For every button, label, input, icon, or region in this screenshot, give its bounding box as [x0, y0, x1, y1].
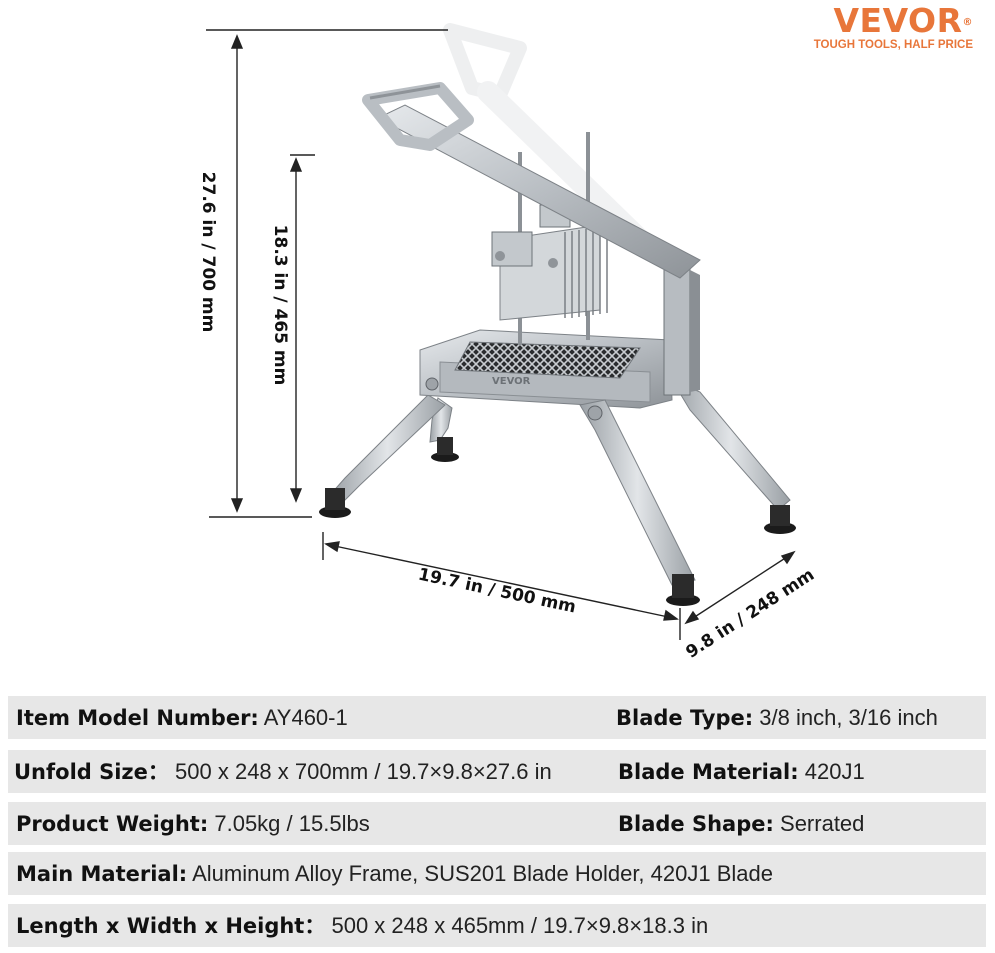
chopper-machine: VEVOR: [319, 82, 796, 606]
spec-model-value: AY460-1: [263, 705, 348, 730]
spec-unfold-size: Unfold Size： 500 x 248 x 700mm / 19.7×9.…: [14, 750, 552, 793]
brand-tagline: TOUGH TOOLS, HALF PRICE: [813, 39, 973, 51]
spec-blade-type: Blade Type: 3/8 inch, 3/16 inch: [616, 696, 938, 739]
spec-blade-shape-value: Serrated: [780, 811, 865, 836]
length-label: 19.7 in / 500 mm: [416, 565, 577, 618]
spec-blade-material-label: Blade Material:: [618, 760, 799, 784]
spec-blade-material-value: 420J1: [804, 759, 865, 784]
total-height-label: 27.6 in / 700 mm: [198, 172, 218, 333]
spec-blade-type-value: 3/8 inch, 3/16 inch: [759, 705, 938, 730]
spec-weight-value: 7.05kg / 15.5lbs: [214, 811, 370, 836]
spec-row-2: Unfold Size： 500 x 248 x 700mm / 19.7×9.…: [8, 750, 986, 793]
spec-model-label: Item Model Number:: [16, 706, 259, 730]
product-marking: VEVOR: [492, 376, 531, 387]
spec-main-material-label: Main Material:: [16, 862, 188, 886]
spec-row-1: Item Model Number: AY460-1 Blade Type: 3…: [8, 696, 986, 739]
spec-lwh-value: 500 x 248 x 465mm / 19.7×9.8×18.3 in: [331, 913, 709, 938]
spec-weight-label: Product Weight:: [16, 812, 209, 836]
spec-blade-type-label: Blade Type:: [616, 706, 754, 730]
product-figure: 27.6 in / 700 mm 18.3 in / 465 mm 19.7 i…: [198, 23, 818, 663]
spec-row-5: Length x Width x Height： 500 x 248 x 465…: [8, 904, 986, 947]
dimension-lines: [206, 29, 796, 640]
body-height-label: 18.3 in / 465 mm: [270, 225, 290, 386]
spec-lwh: Length x Width x Height： 500 x 248 x 465…: [16, 904, 708, 947]
brand-logo: VEVOR® TOUGH TOOLS, HALF PRICE: [813, 1, 973, 52]
spec-main-material: Main Material: Aluminum Alloy Frame, SUS…: [16, 852, 773, 895]
spec-lwh-label: Length x Width x Height：: [16, 914, 326, 938]
spec-model: Item Model Number: AY460-1: [16, 696, 348, 739]
spec-main-material-value: Aluminum Alloy Frame, SUS201 Blade Holde…: [192, 861, 773, 886]
spec-unfold-size-label: Unfold Size：: [14, 760, 169, 784]
brand-name: VEVOR®: [833, 1, 973, 40]
registered-mark: ®: [962, 17, 973, 28]
spec-blade-shape-label: Blade Shape:: [618, 812, 774, 836]
spec-blade-shape: Blade Shape: Serrated: [618, 802, 864, 845]
spec-blade-material: Blade Material: 420J1: [618, 750, 865, 793]
spec-unfold-size-value: 500 x 248 x 700mm / 19.7×9.8×27.6 in: [175, 759, 552, 784]
spec-row-3: Product Weight: 7.05kg / 15.5lbs Blade S…: [8, 802, 986, 845]
spec-weight: Product Weight: 7.05kg / 15.5lbs: [16, 802, 370, 845]
spec-row-4: Main Material: Aluminum Alloy Frame, SUS…: [8, 852, 986, 895]
width-label: 9.8 in / 248 mm: [682, 565, 818, 663]
